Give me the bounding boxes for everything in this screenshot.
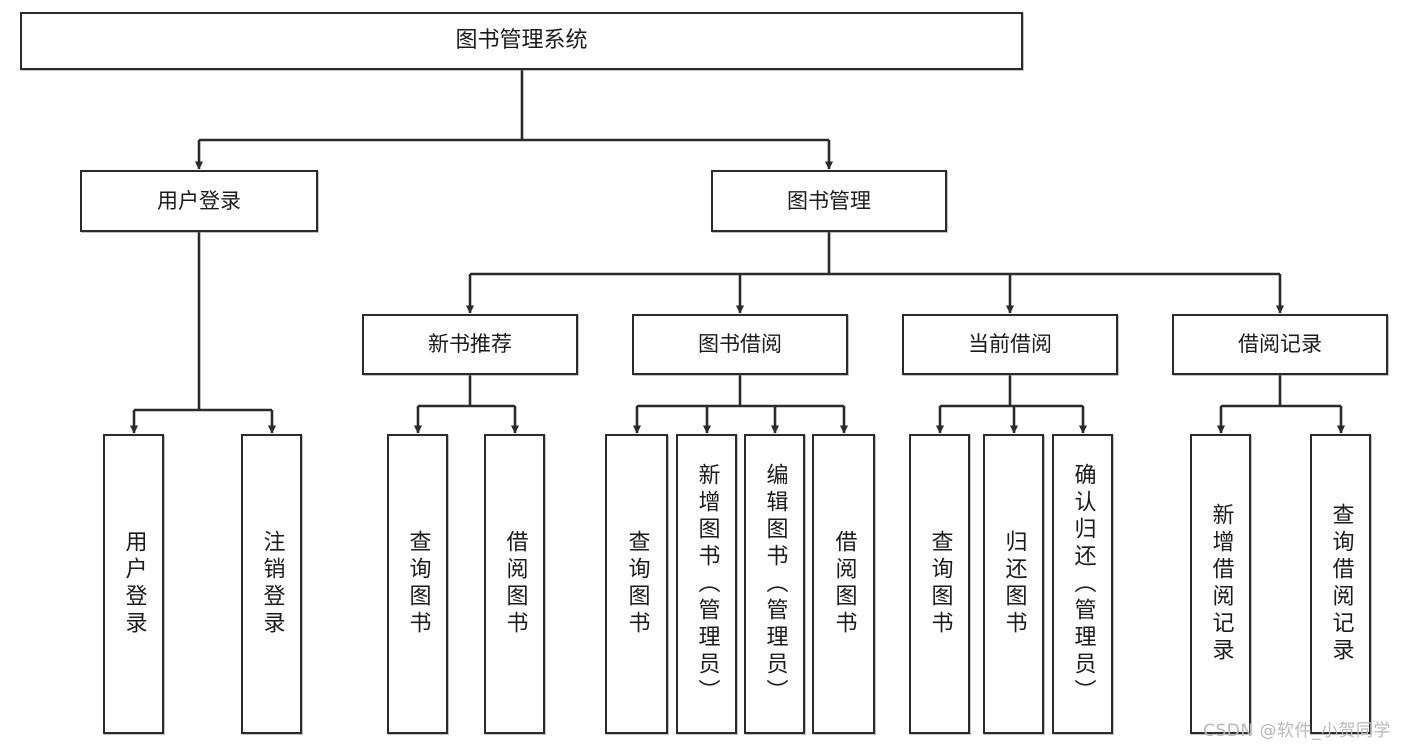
node-label: 查询借阅记录	[1328, 503, 1354, 665]
node-label: 用户登录	[121, 530, 147, 638]
node-label: 归还图书	[1001, 530, 1027, 638]
node-leaf-add-book[interactable]: 新增图书（管理员）	[676, 434, 737, 734]
watermark-text: CSDN @软件_小贺同学	[1203, 721, 1391, 741]
node-label: 查询图书	[405, 530, 431, 638]
node-label: 图书管理系统	[455, 28, 588, 54]
node-l2-user-login[interactable]: 用户登录	[80, 170, 318, 232]
node-label: 确认归还（管理员）	[1070, 462, 1096, 706]
node-leaf-logout[interactable]: 注销登录	[241, 434, 302, 734]
node-label: 新增借阅记录	[1208, 503, 1234, 665]
node-label: 借阅图书	[831, 530, 857, 638]
node-leaf-edit-book[interactable]: 编辑图书（管理员）	[744, 434, 805, 734]
node-leaf-return-book[interactable]: 归还图书	[983, 434, 1044, 734]
node-label: 图书管理	[787, 188, 871, 213]
node-label: 用户登录	[157, 188, 241, 213]
node-leaf-query-book-3[interactable]: 查询图书	[909, 434, 970, 734]
node-l3-current-borrow[interactable]: 当前借阅	[902, 314, 1118, 375]
node-l3-new-book-rec[interactable]: 新书推荐	[362, 314, 578, 375]
node-label: 查询图书	[624, 530, 650, 638]
node-label: 借阅图书	[502, 530, 528, 638]
node-leaf-confirm-return[interactable]: 确认归还（管理员）	[1052, 434, 1113, 734]
node-leaf-borrow-book-1[interactable]: 借阅图书	[484, 434, 545, 734]
node-leaf-user-login[interactable]: 用户登录	[103, 434, 164, 734]
node-root[interactable]: 图书管理系统	[20, 12, 1023, 70]
node-label: 注销登录	[259, 530, 285, 638]
node-label: 查询图书	[927, 530, 953, 638]
node-leaf-query-book-2[interactable]: 查询图书	[605, 434, 668, 734]
node-leaf-add-record[interactable]: 新增借阅记录	[1190, 434, 1251, 734]
node-label: 新增图书（管理员）	[694, 462, 720, 706]
node-label: 编辑图书（管理员）	[762, 462, 788, 706]
node-leaf-query-record[interactable]: 查询借阅记录	[1310, 434, 1371, 734]
node-label: 图书借阅	[698, 332, 782, 357]
node-leaf-query-book-1[interactable]: 查询图书	[387, 434, 448, 734]
node-l3-book-borrow[interactable]: 图书借阅	[632, 314, 848, 375]
node-label: 借阅记录	[1238, 332, 1322, 357]
node-label: 新书推荐	[428, 332, 512, 357]
node-label: 当前借阅	[968, 332, 1052, 357]
node-l2-book-mgmt[interactable]: 图书管理	[711, 170, 947, 232]
node-l3-borrow-record[interactable]: 借阅记录	[1172, 314, 1388, 375]
node-leaf-borrow-book-2[interactable]: 借阅图书	[812, 434, 875, 734]
